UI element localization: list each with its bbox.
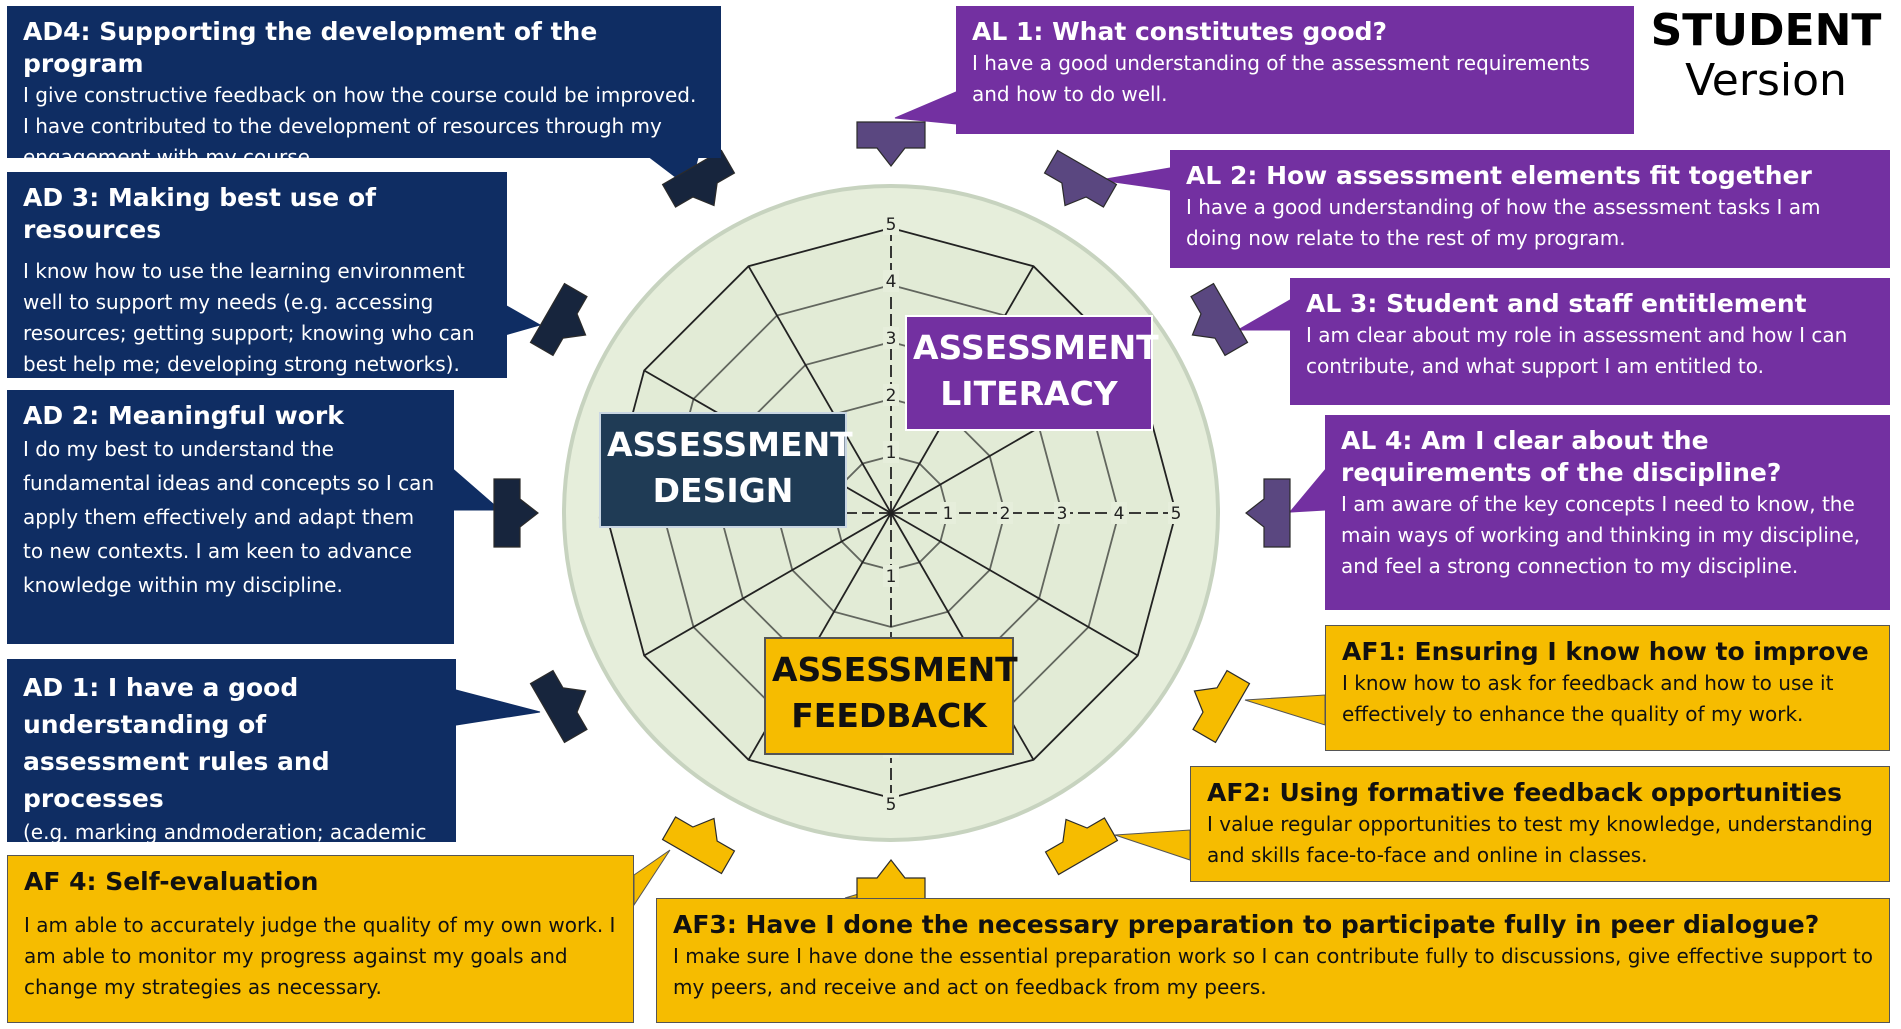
card-af4-body: I am able to accurately judge the qualit… <box>24 913 616 999</box>
scale-tick-bg <box>1111 502 1127 524</box>
card-ad1-title: AD 1: I have a good understanding of ass… <box>23 673 330 813</box>
card-af2-title: AF2: Using formative feedback opportunit… <box>1207 778 1842 807</box>
scale-tick-label: 5 <box>886 795 897 815</box>
card-ad3: AD 3: Making best use of resources I kno… <box>7 172 507 378</box>
scale-tick-label: 3 <box>886 329 897 349</box>
card-ad3-title: AD 3: Making best use of resources <box>23 183 377 244</box>
domain-literacy-line-1: ASSESSMENT <box>913 328 1159 367</box>
domain-design-box: ASSESSMENT DESIGN <box>599 412 853 528</box>
card-al2-body: I have a good understanding of how the a… <box>1186 195 1821 250</box>
web-spoke <box>643 512 892 657</box>
callout-tail-al1 <box>894 91 957 125</box>
callout-tail-af4 <box>633 849 671 907</box>
card-ad1: AD 1: I have a good understanding of ass… <box>7 659 456 842</box>
callout-tail-af1 <box>1244 694 1326 726</box>
scale-tick-bg <box>883 270 899 292</box>
domain-design-line-2: DESIGN <box>652 471 794 510</box>
card-al4-body: I am aware of the key concepts I need to… <box>1341 492 1861 578</box>
scale-tick-bg <box>883 213 899 235</box>
card-ad2-title: AD 2: Meaningful work <box>23 401 344 430</box>
card-ad4-title: AD4: Supporting the development of the p… <box>23 17 598 78</box>
arrow-af1 <box>1192 669 1251 744</box>
card-ad3-body: I know how to use the learning environme… <box>23 259 475 376</box>
callout-tail-ad1 <box>455 689 541 726</box>
scale-tick-bg <box>883 441 899 463</box>
card-al1-body: I have a good understanding of the asses… <box>972 51 1590 106</box>
scale-tick-label: 1 <box>886 567 897 587</box>
scale-tick-bg <box>883 327 899 349</box>
card-ad4: AD4: Supporting the development of the p… <box>7 6 721 158</box>
scale-tick-label: 1 <box>886 443 897 463</box>
card-al1: AL 1: What constitutes good? I have a go… <box>956 6 1634 134</box>
arrow-ad3 <box>529 282 588 357</box>
scale-tick-label: 1 <box>943 504 954 524</box>
callout-tail-al4 <box>1288 468 1326 513</box>
card-af3: AF3: Have I done the necessary preparati… <box>656 898 1890 1023</box>
card-al1-title: AL 1: What constitutes good? <box>972 17 1388 46</box>
callout-tail-ad3 <box>504 304 542 336</box>
domain-design-line-1: ASSESSMENT <box>607 425 853 464</box>
version-line-1: STUDENT <box>1650 5 1882 56</box>
scale-tick-label: 5 <box>1171 504 1182 524</box>
scale-tick-label: 3 <box>1057 504 1068 524</box>
scale-tick-bg <box>940 502 956 524</box>
scale-tick-bg <box>883 565 899 587</box>
card-ad1-body: (e.g. marking andmoderation; academic in… <box>23 820 427 842</box>
card-af2-body: I value regular opportunities to test my… <box>1207 812 1873 867</box>
card-af1-body: I know how to ask for feedback and how t… <box>1342 671 1834 726</box>
card-al4: AL 4: Am I clear about the requirements … <box>1325 415 1890 610</box>
scale-tick-bg <box>997 502 1013 524</box>
arrow-ad2 <box>493 478 539 548</box>
domain-feedback-line-2: FEEDBACK <box>791 696 987 735</box>
arrow-al3 <box>1190 282 1249 357</box>
card-ad2-body: I do my best to understand the fundament… <box>23 437 435 597</box>
pointer-arrows <box>493 121 1291 905</box>
scale-tick-bg <box>883 384 899 406</box>
arrow-al2 <box>1043 149 1118 208</box>
card-al3-title: AL 3: Student and staff entitlement <box>1306 289 1807 318</box>
arrow-al4 <box>1245 478 1291 548</box>
scale-tick-bg <box>1054 502 1070 524</box>
arrow-af2 <box>1044 817 1119 876</box>
version-label: STUDENT Version <box>1648 6 1884 106</box>
domain-feedback-line-1: ASSESSMENT <box>772 650 1018 689</box>
scale-tick-label: 4 <box>886 272 897 292</box>
arrow-ad4 <box>661 149 736 208</box>
scale-tick-label: 5 <box>886 215 897 235</box>
card-al3-body: I am clear about my role in assessment a… <box>1306 323 1848 378</box>
card-al2: AL 2: How assessment elements fit togeth… <box>1170 150 1890 268</box>
card-af1: AF1: Ensuring I know how to improve I kn… <box>1325 625 1890 751</box>
card-af4-title: AF 4: Self-evaluation <box>24 867 319 896</box>
scale-tick-bg <box>1168 502 1184 524</box>
callout-tail-al3 <box>1236 299 1291 331</box>
scale-tick-label: 2 <box>1000 504 1011 524</box>
scale-tick-label: 2 <box>886 386 897 406</box>
card-af2: AF2: Using formative feedback opportunit… <box>1190 766 1890 882</box>
scale-tick-label: 4 <box>1114 504 1125 524</box>
scale-tick-bg <box>883 793 899 815</box>
card-ad4-body: I give constructive feedback on how the … <box>23 83 697 158</box>
callout-tail-ad2 <box>453 468 502 511</box>
card-al2-title: AL 2: How assessment elements fit togeth… <box>1186 161 1812 190</box>
card-al3: AL 3: Student and staff entitlement I am… <box>1290 278 1890 405</box>
card-af1-title: AF1: Ensuring I know how to improve <box>1342 637 1869 666</box>
card-al4-title: AL 4: Am I clear about the requirements … <box>1341 426 1782 487</box>
web-spoke <box>890 512 1139 657</box>
domain-literacy-box: ASSESSMENT LITERACY <box>905 315 1159 431</box>
arrow-af4 <box>661 816 736 875</box>
domain-literacy-line-2: LITERACY <box>940 374 1118 413</box>
web-spoke <box>747 265 892 514</box>
arrow-ad1 <box>529 669 588 744</box>
version-line-2: Version <box>1685 55 1847 106</box>
domain-feedback-box: ASSESSMENT FEEDBACK <box>764 637 1018 755</box>
card-af3-body: I make sure I have done the essential pr… <box>673 944 1873 999</box>
card-ad2: AD 2: Meaningful work I do my best to un… <box>7 390 454 644</box>
callout-tail-af2 <box>1114 829 1191 861</box>
card-af3-title: AF3: Have I done the necessary preparati… <box>673 910 1820 939</box>
arrow-al1 <box>856 121 926 167</box>
card-af4: AF 4: Self-evaluation I am able to accur… <box>7 855 634 1023</box>
